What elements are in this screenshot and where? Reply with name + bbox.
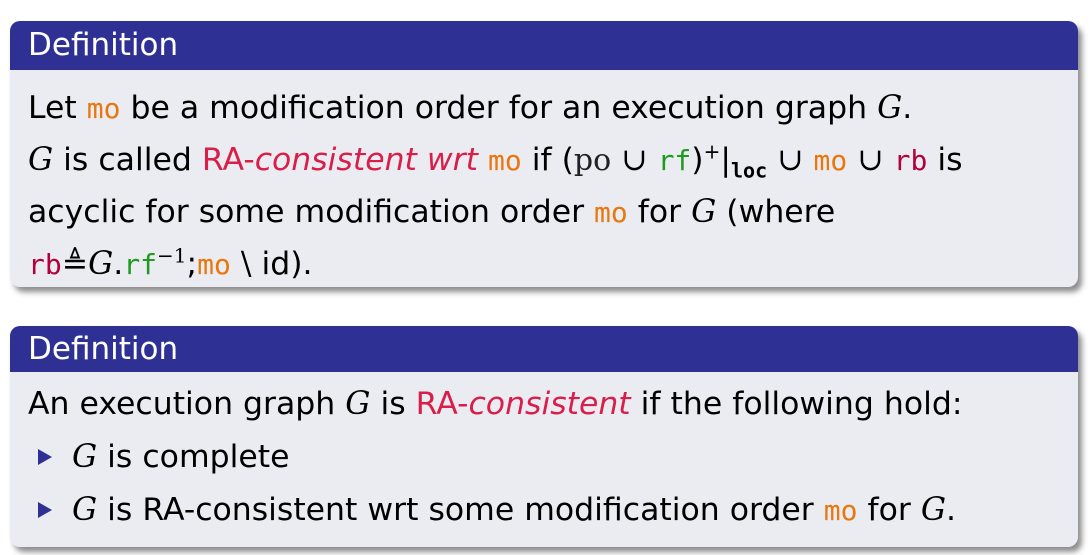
definition-body-1: Let mo be a modification order for an ex…	[10, 70, 1078, 290]
definition-block-1: Definition Let mo be a modification orde…	[10, 21, 1078, 287]
setminus-symbol: \	[230, 246, 262, 282]
def1-line-4: rb ≜ G.rf−1;mo \ id).	[28, 238, 1060, 290]
ra-term: RA-	[415, 386, 469, 422]
graph-symbol: G	[88, 246, 114, 282]
def1-line-1: Let mo be a modification order for an ex…	[28, 82, 1060, 134]
definition-body-2: An execution graph G is RA-consistent if…	[10, 372, 1078, 537]
text: )	[691, 142, 704, 178]
text: ;	[186, 246, 198, 282]
graph-symbol: G	[920, 492, 946, 528]
bullet-triangle-icon	[38, 449, 52, 465]
definition-header-1: Definition	[10, 21, 1078, 70]
rb-term: rb	[893, 144, 928, 177]
text: .	[902, 90, 913, 126]
def1-line-3: acyclic for some modification order mo f…	[28, 186, 1060, 238]
ra-consistent: consistent	[468, 386, 631, 422]
graph-symbol: G	[345, 386, 371, 422]
text: An execution graph	[28, 386, 346, 422]
text: for	[857, 492, 921, 528]
rf-term: rf	[657, 144, 692, 177]
union-symbol: ∪	[847, 142, 894, 178]
text: if (	[521, 142, 574, 178]
defeq-symbol: ≜	[61, 246, 89, 282]
text: for	[627, 194, 692, 230]
graph-symbol: G	[691, 194, 717, 230]
text: .	[113, 246, 124, 282]
text: is called	[53, 142, 202, 178]
rf-term: rf	[123, 248, 158, 281]
po-term: po	[573, 143, 612, 178]
text	[478, 142, 488, 178]
text: ).	[290, 246, 313, 282]
rb-term: rb	[28, 248, 62, 281]
def2-line-1: An execution graph G is RA-consistent if…	[28, 378, 1060, 431]
definition-header-2: Definition	[10, 326, 1078, 372]
bullet-item-1: G is complete	[28, 431, 1060, 484]
text: is complete	[97, 439, 290, 475]
text: (where	[716, 194, 836, 230]
mo-term: mo	[488, 144, 522, 177]
ra-term: RA-	[201, 142, 255, 178]
bullet-item-2: G is RA-consistent wrt some modification…	[28, 484, 1060, 537]
id-term: id	[261, 246, 291, 282]
union-symbol: ∪	[767, 142, 814, 178]
text: acyclic for some modification order	[28, 194, 595, 230]
union-symbol: ∪	[611, 142, 658, 178]
mo-term: mo	[813, 144, 848, 177]
restriction-bar: |	[720, 142, 731, 178]
mo-term: mo	[86, 92, 121, 125]
text: .	[945, 492, 956, 528]
mo-term: mo	[594, 196, 628, 229]
bullet-triangle-icon	[38, 502, 52, 518]
graph-symbol: G	[72, 439, 98, 475]
graph-symbol: G	[28, 142, 54, 178]
text: be a modification order for an execution…	[120, 90, 878, 126]
text: is	[370, 386, 416, 422]
inverse-superscript: −1	[157, 243, 187, 268]
text: Let	[28, 90, 87, 126]
text: if the following hold:	[630, 386, 963, 422]
loc-subscript: loc	[730, 158, 768, 183]
graph-symbol: G	[72, 492, 98, 528]
plus-superscript: +	[703, 139, 721, 164]
mo-term: mo	[823, 494, 858, 527]
text: is RA-consistent wrt some modification o…	[97, 492, 824, 528]
text: is	[927, 142, 963, 178]
mo-term: mo	[197, 248, 231, 281]
definition-block-2: Definition An execution graph G is RA-co…	[10, 326, 1078, 547]
ra-consistent-wrt: consistent wrt	[254, 142, 478, 178]
graph-symbol: G	[877, 90, 903, 126]
def1-line-2: G is called RA-consistent wrt mo if (po …	[28, 134, 1060, 186]
